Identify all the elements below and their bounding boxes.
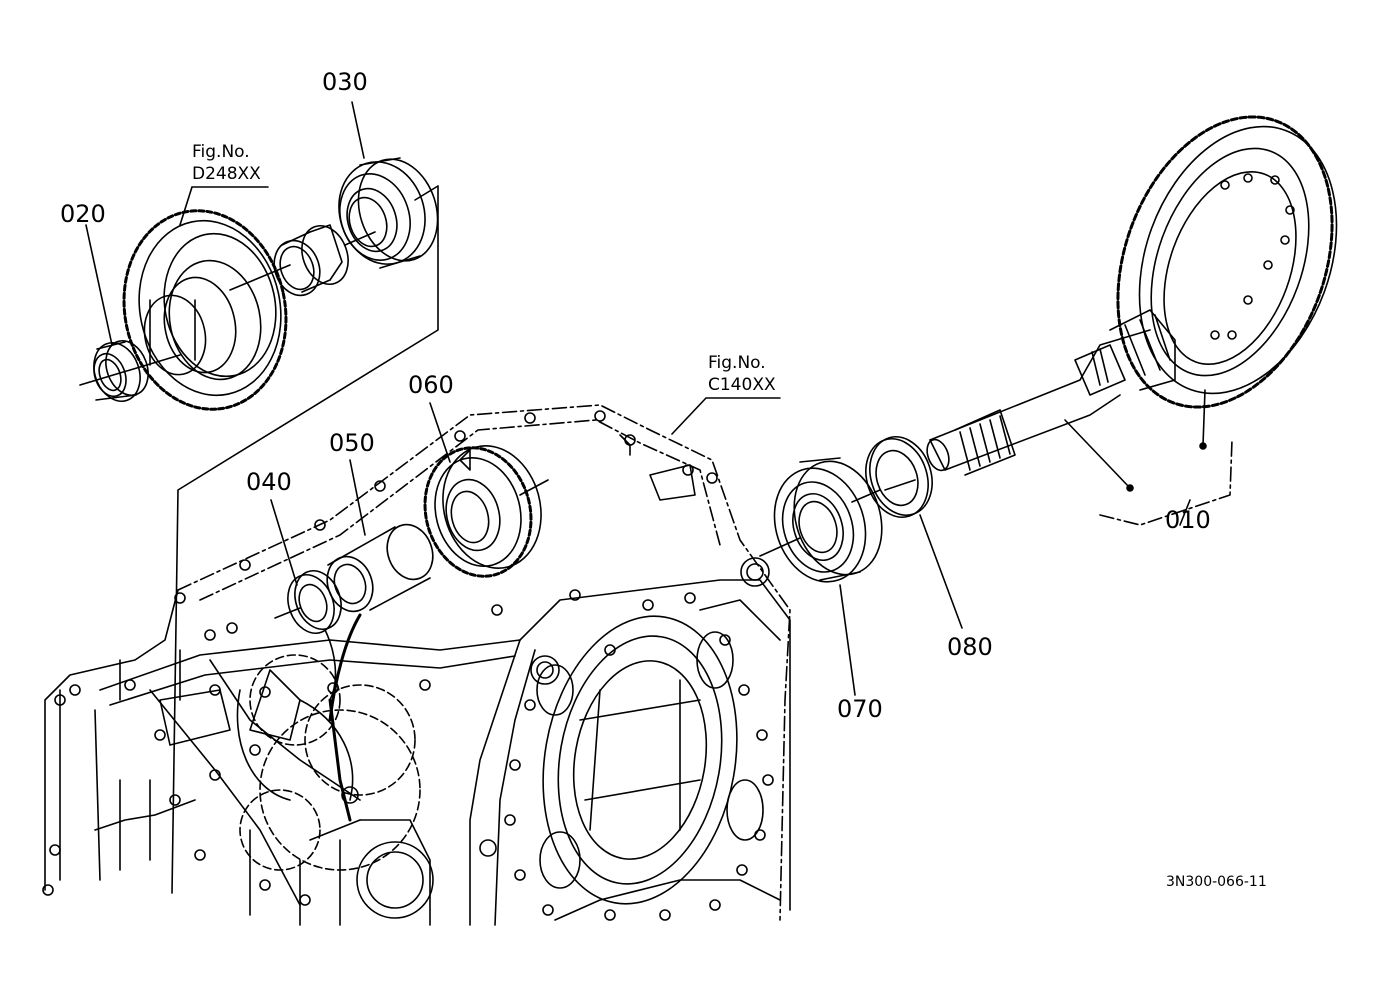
bevel-gear-set-010 bbox=[926, 115, 1338, 526]
upper-gear bbox=[79, 209, 288, 411]
case-bolt-holes bbox=[42, 410, 774, 921]
callout-040: 040 bbox=[246, 468, 292, 496]
leader-dot-010-b bbox=[1199, 442, 1207, 450]
callout-050: 050 bbox=[329, 429, 375, 457]
fig-ref-right-code: C140XX bbox=[708, 375, 776, 395]
callout-030: 030 bbox=[322, 68, 368, 96]
fig-ref-right-label: Fig.No. bbox=[708, 353, 766, 373]
fig-ref-d248xx-leader bbox=[179, 186, 269, 226]
gear-060 bbox=[423, 445, 549, 578]
washer-040 bbox=[274, 570, 342, 634]
callout-070: 070 bbox=[837, 695, 883, 723]
fig-ref-upper-code: D248XX bbox=[192, 164, 261, 184]
needle-bearing-sleeve bbox=[229, 224, 376, 297]
callout-010: 010 bbox=[1165, 506, 1211, 534]
callout-020: 020 bbox=[60, 200, 106, 228]
drawing-number: 3N300-066-11 bbox=[1166, 874, 1267, 890]
shim-080 bbox=[865, 436, 933, 518]
callout-leaders bbox=[85, 101, 1191, 696]
leader-dot-010-a bbox=[1126, 484, 1134, 492]
transmission-case bbox=[44, 404, 791, 926]
fig-ref-upper: Fig.No. D248XX bbox=[192, 142, 261, 184]
fig-ref-upper-label: Fig.No. bbox=[192, 142, 250, 162]
bearing-030 bbox=[338, 157, 439, 269]
callout-080: 080 bbox=[947, 633, 993, 661]
fig-ref-c140xx-leader bbox=[671, 397, 781, 435]
collar-050 bbox=[326, 523, 434, 613]
callout-060: 060 bbox=[408, 371, 454, 399]
fig-ref-right: Fig.No. C140XX bbox=[708, 353, 776, 395]
assembly-bracket-upper bbox=[171, 185, 439, 894]
